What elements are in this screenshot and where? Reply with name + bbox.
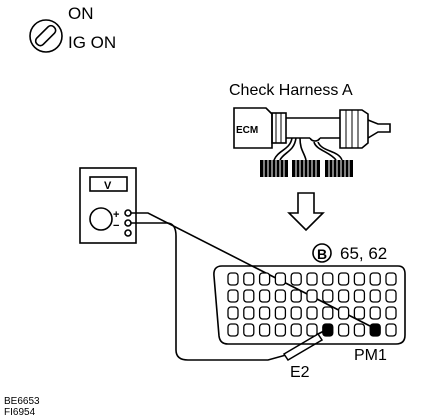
- connector-pin: [243, 323, 255, 337]
- connector-pin: [385, 272, 397, 286]
- terminal-e2: E2: [290, 364, 310, 381]
- connector-pin: [243, 272, 255, 286]
- connector-pin: [337, 289, 350, 303]
- connector-pin: [258, 323, 271, 337]
- terminal-pm1: PM1: [354, 347, 387, 364]
- figure-id-1: BE6653: [4, 396, 40, 407]
- connector-pin: [306, 323, 318, 337]
- figure-id-2: FI6954: [4, 407, 36, 418]
- connector-pin: [243, 289, 255, 303]
- connector-pins: 65, 62: [340, 244, 387, 263]
- connector-pin: [258, 272, 271, 286]
- connector-pin: [274, 323, 287, 337]
- connector-pin: [227, 306, 239, 320]
- harness-title: Check Harness A: [229, 82, 353, 99]
- connector-pin: [306, 306, 318, 320]
- check-harness-icon: ECM: [233, 107, 391, 177]
- probe-icon: [282, 329, 327, 362]
- connector-pin: [227, 272, 239, 286]
- negative-test-lead: [131, 222, 305, 361]
- connector-pin: [385, 323, 397, 337]
- meter-minus: −: [113, 220, 119, 232]
- connector-pin: [353, 323, 366, 337]
- connector-pin: [290, 272, 302, 286]
- connector-pin: [353, 272, 366, 286]
- connector-pin: [369, 272, 381, 286]
- pin-e2: [322, 323, 334, 337]
- connector-pin: [306, 272, 318, 286]
- pin-pm1: [369, 323, 381, 337]
- connector-pin: [353, 306, 366, 320]
- down-arrow-icon: [287, 192, 325, 232]
- connector-pin: [337, 272, 350, 286]
- connector-pin: [227, 323, 239, 337]
- ecm-connector-face: [213, 265, 406, 345]
- connector-pin: [337, 323, 350, 337]
- ecm-label: ECM: [236, 125, 258, 136]
- switch-label-ig-on: IG ON: [68, 33, 116, 52]
- connector-pin: [243, 306, 255, 320]
- connector-pin: [369, 306, 381, 320]
- connector-pin: [353, 289, 366, 303]
- connector-code: B: [317, 246, 327, 262]
- connector-pin: [274, 306, 287, 320]
- connector-pin: [306, 289, 318, 303]
- connector-pin: [337, 306, 350, 320]
- connector-pin: [290, 306, 302, 320]
- connector-pin: [274, 289, 287, 303]
- positive-test-lead: [131, 212, 371, 327]
- connector-pin: [258, 306, 271, 320]
- connector-pin: [227, 289, 239, 303]
- connector-pin: [322, 272, 334, 286]
- meter-plus: +: [113, 209, 119, 221]
- connector-pin: [369, 289, 381, 303]
- connector-code-badge: B: [312, 243, 332, 263]
- connector-pin: [385, 306, 397, 320]
- connector-pin: [385, 289, 397, 303]
- connector-pin: [322, 306, 334, 320]
- connector-pin: [322, 289, 334, 303]
- connector-pin: [290, 289, 302, 303]
- connector-pin: [290, 323, 302, 337]
- voltmeter-icon: V + −: [79, 167, 137, 244]
- ignition-switch-icon: [29, 19, 63, 53]
- meter-display: V: [104, 180, 112, 192]
- connector-pin: [258, 289, 271, 303]
- connector-pin: [274, 272, 287, 286]
- switch-label-on: ON: [68, 4, 94, 23]
